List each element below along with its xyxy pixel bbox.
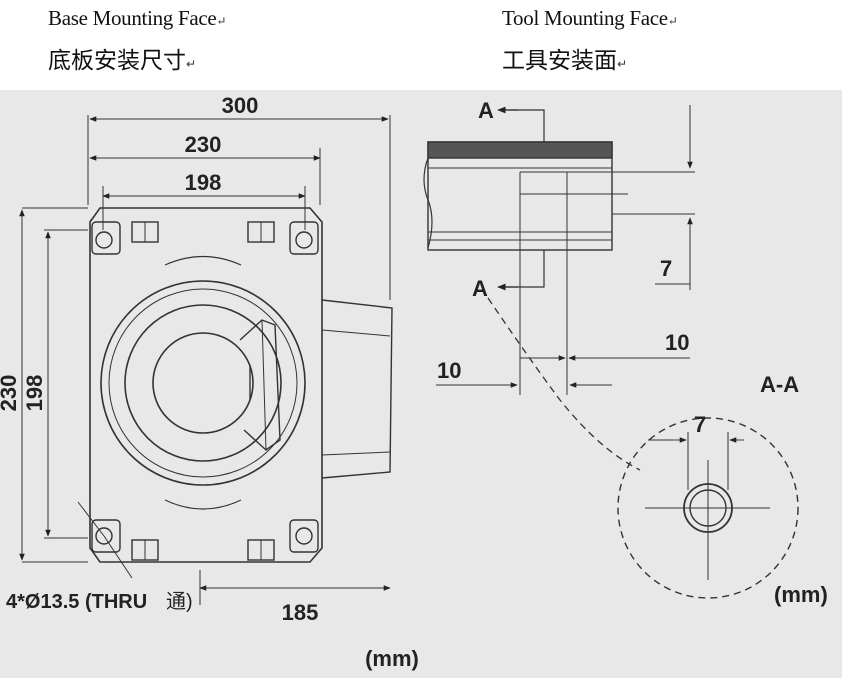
- dim-label-198: 198: [185, 170, 222, 195]
- dim-label-185: 185: [282, 600, 319, 625]
- dim-label-230-vertical: 230: [0, 375, 21, 412]
- paragraph-mark: ↵: [617, 57, 628, 71]
- section-arrow-bottom: [505, 250, 545, 288]
- cable-slot: [239, 319, 281, 451]
- detail-leader: [487, 297, 641, 471]
- base-view-labels: 300 230 198 230 198 4*Ø13.5 (THRU 通) 185…: [0, 93, 419, 671]
- tool-mounting-title-cn: 工具安装面↵: [502, 48, 628, 74]
- base-mounting-title-en: Base Mounting Face↵: [48, 6, 227, 30]
- base-mounting-title-cn: 底板安装尺寸↵: [48, 48, 197, 74]
- mounting-hole-bottom-left: [91, 519, 121, 553]
- center-bore: [152, 332, 254, 434]
- paragraph-mark: ↵: [216, 14, 227, 28]
- section-title: A-A: [760, 372, 799, 397]
- tool-mounting-header: Tool Mounting Face↵ 工具安装面↵: [502, 6, 678, 75]
- base-plate-outline: [89, 207, 323, 563]
- tool-mounting-title-en: Tool Mounting Face↵: [502, 6, 678, 30]
- dim-label-10-left: 10: [437, 358, 461, 383]
- technical-drawing: 300 230 198 230 198 4*Ø13.5 (THRU 通) 185…: [0, 93, 828, 671]
- dim-label-300: 300: [222, 93, 259, 118]
- outer-ring-inner-edge: [108, 288, 298, 478]
- paragraph-mark: ↵: [667, 14, 678, 28]
- base-view: [19, 115, 393, 605]
- side-block: [321, 299, 393, 479]
- section-detail-circle: [617, 417, 799, 599]
- hole-note-cn: 通): [166, 590, 193, 613]
- mounting-hole-bottom-right: [289, 519, 319, 553]
- dim-label-198-vertical: 198: [22, 375, 47, 412]
- drawing-sheet: 300 230 198 230 198 4*Ø13.5 (THRU 通) 185…: [0, 90, 842, 678]
- base-unit-label: (mm): [365, 646, 419, 671]
- paragraph-mark: ↵: [186, 57, 197, 71]
- mounting-hole-top-left: [91, 221, 121, 255]
- hole-note: 4*Ø13.5 (THRU: [6, 591, 147, 613]
- flange-top-face: [427, 141, 613, 159]
- tool-view-labels: A A 7 10 10 A-A 7 (mm): [437, 98, 828, 607]
- dim-label-10-right: 10: [665, 330, 689, 355]
- base-mounting-header: Base Mounting Face↵ 底板安装尺寸↵: [48, 6, 226, 75]
- dim-label-7-hole: 7: [694, 412, 706, 437]
- dim-label-230: 230: [185, 132, 222, 157]
- dim-label-7-depth: 7: [660, 256, 672, 281]
- section-label-bottom: A: [472, 276, 488, 301]
- mounting-hole-top-right: [289, 221, 319, 255]
- tool-unit-label: (mm): [774, 582, 828, 607]
- outer-ring: [100, 280, 306, 486]
- tool-view: [423, 105, 799, 599]
- section-arrow-top: [505, 109, 545, 142]
- section-label-top: A: [478, 98, 494, 123]
- middle-ring: [124, 304, 282, 462]
